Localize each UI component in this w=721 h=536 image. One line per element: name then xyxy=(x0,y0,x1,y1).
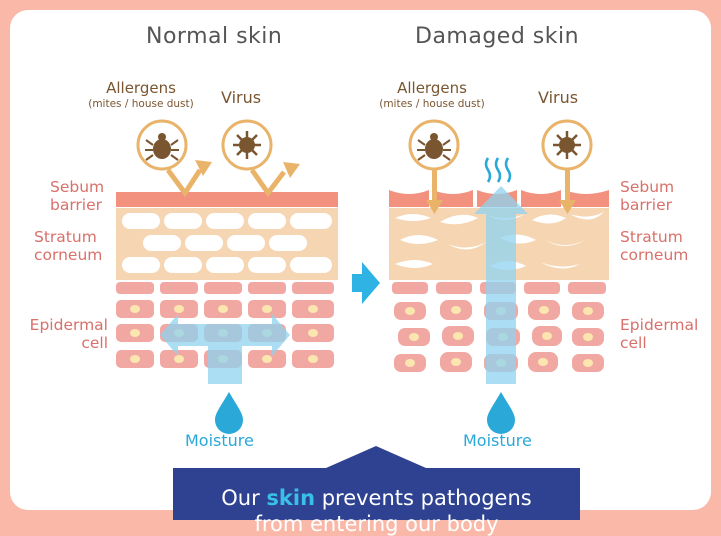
callout-line2: from entering our body xyxy=(173,512,580,536)
left-arrowhead-2 xyxy=(283,162,300,178)
right-epidermal-line2: cell xyxy=(620,334,698,352)
left-sebum-barrier xyxy=(116,192,338,207)
left-allergens-sub: (mites / house dust) xyxy=(79,96,203,112)
callout-tip xyxy=(326,446,426,468)
right-sebum-line1: Sebum xyxy=(620,178,674,196)
callout-prefix: Our xyxy=(221,486,266,510)
right-allergens-label: Allergens (mites / house dust) xyxy=(370,80,494,112)
left-epidermal-line2: cell xyxy=(17,334,108,352)
right-mite-icon xyxy=(410,121,458,169)
left-stratum-cells xyxy=(122,213,332,273)
right-sebum-line2: barrier xyxy=(620,196,674,214)
right-virus-icon xyxy=(543,121,591,169)
left-allergens-label: Allergens (mites / house dust) xyxy=(79,80,203,112)
evaporation-icon xyxy=(486,158,510,182)
left-moisture-label: Moisture xyxy=(185,431,254,450)
right-sebum-label: Sebum barrier xyxy=(620,178,674,214)
left-virus-label: Virus xyxy=(221,88,261,107)
left-stratum-label: Stratum corneum xyxy=(34,228,102,264)
left-mite-icon xyxy=(138,121,186,169)
left-sebum-line1: Sebum xyxy=(50,178,104,196)
right-epidermal-label: Epidermal cell xyxy=(620,316,698,352)
right-stratum-line2: corneum xyxy=(620,246,688,264)
left-epidermal-label: Epidermal cell xyxy=(17,316,108,352)
callout-highlight: skin xyxy=(266,486,315,510)
skin-diagram xyxy=(0,0,721,520)
right-virus-label: Virus xyxy=(538,88,578,107)
left-virus-icon xyxy=(223,121,271,169)
left-epidermal-line1: Epidermal xyxy=(17,316,108,334)
left-moisture-arrow xyxy=(160,314,290,384)
callout-line1: Our skin prevents pathogens xyxy=(173,486,580,510)
left-allergens-text: Allergens xyxy=(106,79,176,97)
callout-suffix: prevents pathogens xyxy=(315,486,532,510)
transition-arrow xyxy=(352,262,380,304)
callout-box: Our skin prevents pathogens from enterin… xyxy=(173,468,580,520)
left-moisture-drop xyxy=(215,392,243,434)
right-allergens-text: Allergens xyxy=(397,79,467,97)
damaged-skin-title: Damaged skin xyxy=(415,24,579,49)
left-bounce-arrows xyxy=(168,170,284,193)
left-stratum-line2: corneum xyxy=(34,246,102,264)
right-moisture-drop xyxy=(487,392,515,434)
right-moisture-label: Moisture xyxy=(463,431,532,450)
right-allergens-sub: (mites / house dust) xyxy=(370,96,494,112)
left-stratum-line1: Stratum xyxy=(34,228,102,246)
right-epidermal-line1: Epidermal xyxy=(620,316,698,334)
left-sebum-label: Sebum barrier xyxy=(50,178,104,214)
right-stratum-line1: Stratum xyxy=(620,228,688,246)
normal-skin-title: Normal skin xyxy=(146,24,282,49)
left-sebum-line2: barrier xyxy=(50,196,104,214)
right-stratum-label: Stratum corneum xyxy=(620,228,688,264)
